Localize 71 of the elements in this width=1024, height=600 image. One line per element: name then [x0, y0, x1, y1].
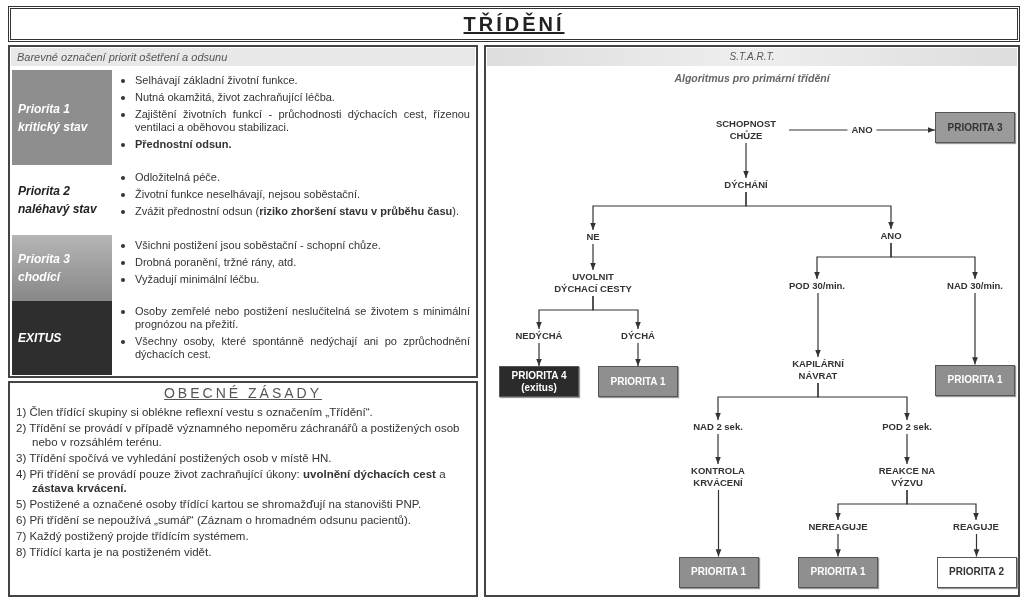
step-text: DÝCHÁ: [616, 329, 660, 343]
list-item: 5) Postižené a označené osoby třídící kartou se shromažďují na stanovišti PNP.: [16, 497, 423, 511]
priority-cell: Priorita 1 kritický stav: [12, 70, 112, 165]
step-text: ANO: [876, 229, 906, 243]
list-item: 4) Při třídění se provádí pouze život zachraňující úkony: uvolnění dýchacích cest a zástava krvácení.: [16, 467, 447, 495]
step-text: NE: [581, 230, 605, 244]
subtitle: Algoritmus pro primární třídění: [673, 71, 832, 85]
bullet-text: Nutná okamžitá, život zachraňující léčba.: [135, 91, 335, 103]
panel-header: S.T.A.R.T.: [487, 48, 1017, 66]
step-text: NEREAGUJE: [802, 520, 874, 534]
step-text: NAD 30/min.: [940, 279, 1010, 293]
step-text: POD 30/min.: [781, 279, 853, 293]
arrow: [890, 242, 978, 280]
bullet-text: Všechny osoby, které spontánně nedýchají ani po zprůchodnění dýchacích cest.: [135, 335, 470, 360]
panel: [8, 45, 478, 378]
step-text: KONTROLA KRVÁCENÍ: [680, 464, 756, 490]
bullet-text: Životní funkce neselhávají, nejsou soběstační.: [135, 188, 361, 200]
priority-cell: EXITUS: [12, 301, 112, 375]
list-item: 2) Třídění se provádí v případě významného nepoměru záchranářů a postižených osob nebo v rozsáhlém terénu.: [16, 421, 461, 449]
step-text: POD 2 sek.: [874, 420, 940, 434]
priority-box: PRIORITA 1: [598, 366, 678, 397]
arrow: [815, 292, 821, 358]
arrow: [592, 295, 641, 330]
bullet-text: Všichni postižení jsou soběstační - schopní chůze.: [135, 239, 381, 251]
bullet-text: Odložitelná péče.: [135, 171, 220, 183]
step-text: REAGUJE: [946, 520, 1006, 534]
list-item: 3) Třídění spočívá ve vyhledání postižených osob v místě HN.: [16, 451, 333, 465]
step-text: REAKCE NA VÝZVU: [871, 464, 943, 490]
priority-box: PRIORITA 3: [935, 112, 1015, 143]
panel-heading: Barevné označení priorit ošetření a odsunu: [11, 48, 475, 66]
panel: [8, 381, 478, 597]
title: TŘÍDĚNÍ: [8, 6, 1020, 42]
edge-label: ANO: [847, 124, 877, 136]
list-item: 1) Člen třídící skupiny si oblékne reflexní vestu s označením „Třídění“.: [16, 405, 374, 419]
step-text: DÝCHÁNÍ: [718, 178, 774, 192]
priority-box: PRIORITA 2: [936, 556, 1017, 588]
priority-box: PRIORITA 4 (exitus): [499, 366, 579, 397]
bullet-text: Zvážit přednostní odsun (riziko zhoršení stavu v průběhu času).: [135, 205, 460, 217]
arrow: [715, 489, 722, 558]
step-text: KAPILÁRNÍ NÁVRAT: [783, 357, 853, 383]
priority-box: PRIORITA 1: [798, 556, 878, 588]
bullet-text: Vyžadují minimální léčbu.: [135, 273, 260, 285]
priority-box: PRIORITA 1: [678, 556, 759, 588]
arrow: [904, 433, 910, 465]
priority-box: PRIORITA 1: [935, 364, 1015, 396]
arrow: [635, 342, 641, 367]
arrow: [973, 533, 980, 558]
panel: [484, 45, 1020, 597]
step-text: NAD 2 sek.: [685, 420, 751, 434]
priority-cell: Priorita 3 chodící: [12, 235, 112, 301]
bullet-text: Osoby zemřelé nebo postižení neslučitelná se životem s minimální prognózou na přežití.: [135, 305, 470, 330]
arrow: [906, 489, 979, 521]
bullet-text: Zajištění životních funkcí - průchodnosti dýchacích cest, řízenou ventilaci a oběhovou stabilizaci.: [135, 108, 470, 133]
step-text: UVOLNIT DÝCHACÍ CESTY: [551, 270, 635, 296]
arrow: [835, 533, 841, 558]
arrow: [590, 243, 596, 271]
arrow: [536, 342, 542, 367]
step-text: SCHOPNOST CHŮZE: [707, 117, 785, 143]
list-item: 6) Při třídění se nepoužívá „sumář“ (Záznam o hromadném odsunu pacientů).: [16, 513, 413, 527]
section-heading: OBECNÉ ZÁSADY: [163, 385, 323, 401]
step-text: NEDÝCHÁ: [511, 329, 567, 343]
arrow: [972, 292, 978, 366]
arrow: [817, 382, 910, 421]
bullet-text: Selhávají základní životní funkce.: [135, 74, 298, 86]
bullet-text: Přednostní odsun.: [135, 138, 232, 150]
list-item: 7) Každý postižený projde třídícím systémem.: [16, 529, 250, 543]
arrow: [745, 191, 894, 230]
arrow: [715, 433, 721, 465]
bullet-text: Drobná poranění, tržné rány, atd.: [135, 256, 297, 268]
arrow: [743, 142, 749, 179]
list-item: 8) Třídící karta je na postiženém vidět.: [16, 545, 213, 559]
